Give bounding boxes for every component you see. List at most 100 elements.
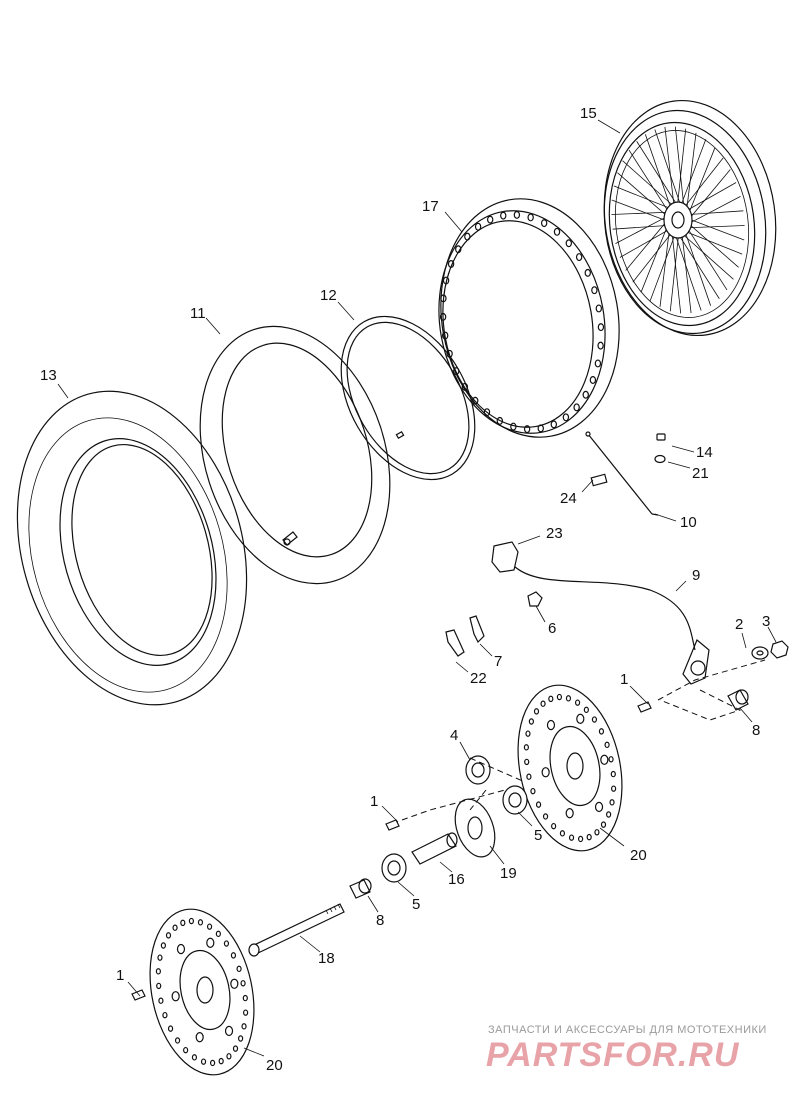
spoke-line bbox=[613, 185, 670, 209]
hole bbox=[215, 930, 221, 938]
callout-14: 14 bbox=[696, 444, 713, 461]
washer[interactable] bbox=[751, 646, 769, 660]
hole bbox=[200, 1058, 207, 1065]
callout-10: 10 bbox=[680, 514, 697, 531]
callout-17: 17 bbox=[422, 198, 439, 215]
axle-nut[interactable] bbox=[770, 640, 789, 659]
spacer-left[interactable] bbox=[349, 878, 372, 899]
callout-5-left: 5 bbox=[412, 896, 420, 913]
hole bbox=[206, 937, 215, 948]
hole bbox=[610, 770, 616, 778]
callout-21: 21 bbox=[692, 465, 709, 482]
bearing-left[interactable] bbox=[381, 853, 407, 883]
wheel-seal[interactable] bbox=[465, 755, 491, 785]
spoke-line bbox=[664, 126, 675, 206]
hole bbox=[472, 396, 479, 405]
hole bbox=[540, 219, 548, 228]
brake-rotor-right[interactable] bbox=[504, 675, 637, 860]
watermark-brand: PARTSFOR.RU bbox=[486, 1036, 740, 1074]
spoked-wheel-assembly[interactable] bbox=[589, 89, 790, 346]
hole bbox=[594, 801, 604, 813]
spoke-line bbox=[688, 147, 716, 214]
speed-sensor-cable[interactable] bbox=[513, 565, 710, 685]
rim[interactable] bbox=[422, 185, 638, 452]
hole bbox=[496, 416, 504, 425]
hole bbox=[576, 713, 585, 724]
hole bbox=[597, 341, 604, 350]
hole bbox=[541, 767, 550, 778]
brake-rotor-left[interactable] bbox=[136, 899, 269, 1084]
hole bbox=[171, 991, 180, 1002]
callout-15: 15 bbox=[580, 105, 597, 122]
hole bbox=[440, 294, 447, 303]
hole bbox=[223, 940, 230, 947]
callout-22: 22 bbox=[470, 670, 487, 687]
spoke-nipple[interactable] bbox=[656, 433, 666, 441]
rotor-bolt-left[interactable] bbox=[131, 989, 146, 1001]
hole bbox=[157, 954, 163, 961]
callout-16: 16 bbox=[448, 871, 465, 888]
hole bbox=[528, 718, 534, 725]
hole bbox=[556, 693, 563, 701]
spoke-line bbox=[686, 231, 743, 255]
callout-18: 18 bbox=[318, 950, 335, 967]
balance-weight[interactable] bbox=[590, 473, 608, 487]
sensor-bracket[interactable] bbox=[469, 615, 485, 644]
bearing-spacer[interactable] bbox=[411, 832, 458, 865]
watermark-tagline: ЗАПЧАСТИ И АКСЕССУАРЫ ДЛЯ МОТОТЕХНИКИ bbox=[488, 1024, 767, 1036]
spoke-line bbox=[615, 216, 667, 244]
callout-24: 24 bbox=[560, 490, 577, 507]
callout-8-right: 8 bbox=[752, 722, 760, 739]
hole bbox=[242, 994, 248, 1002]
spoke-line bbox=[659, 230, 670, 308]
spoke-line bbox=[680, 139, 707, 205]
hole bbox=[236, 965, 242, 973]
nipple-nut[interactable] bbox=[654, 454, 666, 464]
hole bbox=[582, 390, 589, 399]
spoke[interactable] bbox=[585, 431, 659, 516]
hole bbox=[565, 808, 574, 819]
hole bbox=[447, 260, 455, 268]
hole bbox=[191, 1054, 198, 1061]
hole bbox=[439, 312, 447, 321]
hole bbox=[464, 232, 471, 241]
spoke-line bbox=[681, 234, 692, 314]
rim-strip[interactable] bbox=[314, 293, 502, 503]
cable-clip[interactable] bbox=[527, 591, 543, 607]
hole bbox=[594, 829, 600, 836]
hole bbox=[197, 919, 204, 926]
hole bbox=[604, 741, 610, 749]
hole bbox=[565, 695, 572, 702]
hole bbox=[600, 821, 607, 828]
spoke-line bbox=[679, 235, 720, 299]
spoke-line bbox=[686, 132, 697, 210]
hole bbox=[155, 968, 161, 975]
spoke-line bbox=[689, 196, 741, 224]
hole bbox=[606, 811, 612, 818]
callout-1-left: 1 bbox=[116, 967, 124, 984]
hole bbox=[609, 799, 615, 806]
hole bbox=[523, 425, 531, 434]
sensor-connector[interactable] bbox=[491, 541, 519, 573]
bearing-right[interactable] bbox=[502, 785, 528, 815]
spoke-line bbox=[636, 141, 677, 205]
rotor-bolt-right[interactable] bbox=[637, 701, 652, 713]
axle[interactable] bbox=[248, 903, 345, 957]
callout-20-right: 20 bbox=[630, 847, 647, 864]
hole bbox=[526, 773, 532, 780]
hole bbox=[583, 706, 589, 714]
hole bbox=[446, 349, 453, 358]
rotor-bolt-middle[interactable] bbox=[385, 819, 400, 831]
bracket-clip[interactable] bbox=[445, 629, 465, 657]
spacer-right[interactable] bbox=[727, 689, 749, 711]
hole bbox=[513, 210, 521, 219]
encoder-ring[interactable] bbox=[448, 794, 502, 863]
tire[interactable] bbox=[0, 364, 282, 732]
hole bbox=[589, 376, 597, 384]
hole bbox=[591, 286, 598, 295]
callout-1-middle: 1 bbox=[370, 793, 378, 810]
hole bbox=[586, 833, 592, 841]
hole bbox=[156, 982, 162, 990]
inner-tube[interactable] bbox=[169, 302, 422, 609]
hole bbox=[441, 331, 449, 340]
